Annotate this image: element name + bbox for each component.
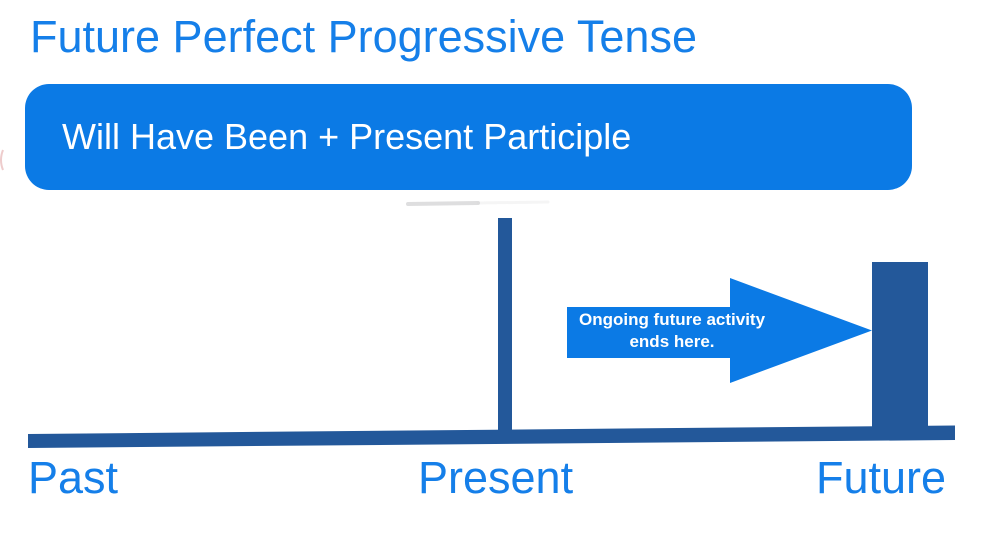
- arrow-note: Ongoing future activity ends here.: [570, 309, 774, 353]
- arrow-note-line2: ends here.: [629, 332, 715, 351]
- smudge-artifact: [406, 201, 480, 206]
- future-endpoint-bar: [872, 262, 928, 438]
- formula-box: Will Have Been + Present Participle: [25, 84, 912, 190]
- present-tick: [498, 218, 512, 437]
- pink-stray-mark: [0, 149, 4, 171]
- formula-text: Will Have Been + Present Participle: [62, 116, 632, 157]
- timeline-bar: [28, 425, 955, 448]
- forward-arrow: [567, 278, 872, 383]
- arrow-note-line1: Ongoing future activity: [578, 310, 766, 329]
- smudge-artifact-faint: [476, 200, 550, 205]
- timeline-label-future: Future: [816, 452, 947, 503]
- slide-title: Future Perfect Progressive Tense: [30, 11, 697, 62]
- timeline-label-present: Present: [418, 452, 574, 503]
- timeline-label-past: Past: [28, 452, 119, 503]
